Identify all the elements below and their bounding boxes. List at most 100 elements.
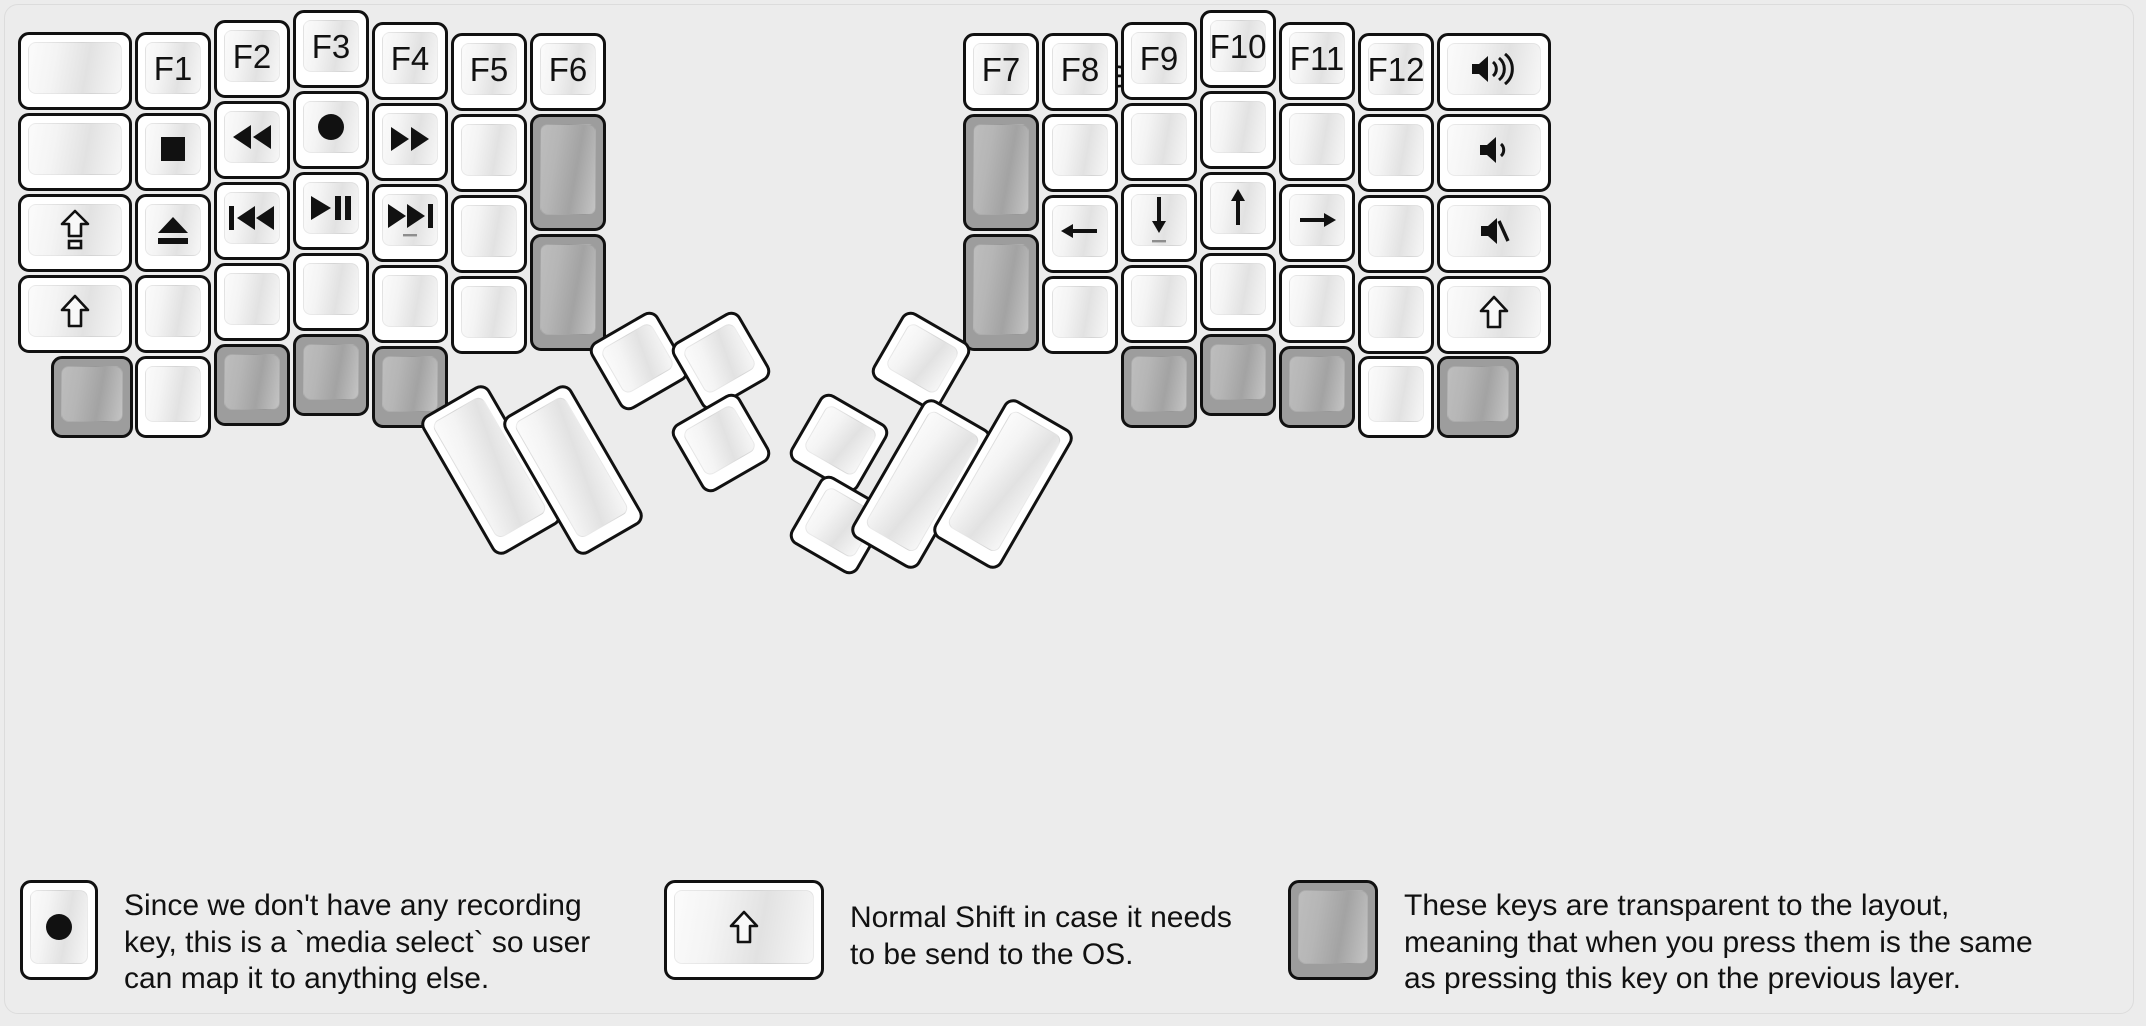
key-f7[interactable]: F7 [963,33,1039,111]
record-icon [314,110,348,144]
keycap-surface [1131,194,1187,246]
key-trans-f6-col-b[interactable] [530,234,606,351]
key-blank-r2c12[interactable] [1358,114,1434,192]
key-shift-right[interactable] [1437,276,1551,354]
key-media-prevtrack[interactable] [214,182,290,260]
key-volume-mute[interactable] [1437,195,1551,273]
key-blank-r4c2[interactable] [135,275,211,353]
key-blank-r4c10[interactable] [1200,253,1276,331]
legend: Since we don't have any recording key, t… [0,880,2146,1020]
key-trans-bottom-c11[interactable] [1279,346,1355,428]
keycap-surface [28,42,122,94]
keycap-surface [1131,356,1187,412]
keycap-surface [461,124,517,176]
key-trans-f7-col-a[interactable] [963,114,1039,231]
legend-shift: Normal Shift in case it needs to be send… [664,880,1232,980]
key-media-fastfwd[interactable] [372,103,448,181]
keycap-surface [1289,356,1345,412]
key-arrow-down[interactable] [1121,184,1197,262]
key-f11[interactable]: F11 [1279,22,1355,100]
key-blank-r2c8[interactable] [1042,114,1118,192]
keycap-surface [802,403,879,478]
keycap-surface [382,356,438,412]
key-label: F7 [981,50,1021,88]
key-blank-r5c2[interactable] [135,356,211,438]
key-trans-bottom-c13[interactable] [1437,356,1519,438]
key-trans-bottom-c5[interactable] [372,346,448,428]
keycap-surface [1210,101,1266,153]
playpause-icon [308,195,354,221]
key-blank-r4c9[interactable] [1121,265,1197,343]
key-blank-r4c12[interactable] [1358,276,1434,354]
legend-record-sample-key [20,880,98,980]
key-blank-r4c6[interactable] [451,276,527,354]
key-f2[interactable]: F2 [214,20,290,98]
key-media-playpause[interactable] [293,172,369,250]
key-f5[interactable]: F5 [451,33,527,111]
key-blank-r1c1[interactable] [18,32,132,110]
key-blank-r3c12[interactable] [1358,195,1434,273]
keycap-surface [28,123,122,175]
key-trans-f7-col-b[interactable] [963,234,1039,351]
key-f4[interactable]: F4 [372,22,448,100]
key-blank-r2c1[interactable] [18,113,132,191]
prevtrack-icon [227,205,277,231]
key-media-nexttrack[interactable] [372,184,448,262]
key-trans-bottom-c3[interactable] [214,344,290,426]
key-f8[interactable]: F8 [1042,33,1118,111]
key-blank-r5c12[interactable] [1358,356,1434,438]
key-volume-up[interactable] [1437,33,1551,111]
keycap-surface: F5 [461,43,517,95]
key-media-eject[interactable] [135,194,211,272]
keycap-surface [681,403,758,478]
key-media-rewind[interactable] [214,101,290,179]
key-trans-bottom-c1[interactable] [51,356,133,438]
key-blank-r2c5[interactable] [451,114,527,192]
key-trans-bottom-c9[interactable] [1121,346,1197,428]
keycap-surface [224,192,280,244]
key-media-stop[interactable] [135,113,211,191]
key-blank-r2c10[interactable] [1200,91,1276,169]
keycap-surface: F8 [1052,43,1108,95]
key-caps-lock[interactable] [18,194,132,272]
key-arrow-left[interactable] [1042,195,1118,273]
key-media-record[interactable] [293,91,369,169]
keycap-surface: F12 [1368,43,1424,95]
key-arrow-right[interactable] [1279,184,1355,262]
key-volume-down[interactable] [1437,114,1551,192]
keycap-surface [1447,286,1541,338]
key-blank-r4c8[interactable] [1042,276,1118,354]
key-blank-r4c11[interactable] [1279,265,1355,343]
arrow-right-icon [1296,207,1338,233]
key-trans-bottom-c4[interactable] [293,334,369,416]
key-trans-f6-col-a[interactable] [530,114,606,231]
keycap-surface [145,123,201,175]
key-trans-bottom-c10[interactable] [1200,334,1276,416]
keycap-surface [303,263,359,315]
keycap-surface [61,366,123,422]
key-blank-r4c5[interactable] [372,265,448,343]
keycap-surface [1210,344,1266,400]
keycap-surface: F10 [1210,20,1266,72]
key-f10[interactable]: F10 [1200,10,1276,88]
keycap-surface [1368,366,1424,422]
legend-shift-sample-key [664,880,824,980]
key-f3[interactable]: F3 [293,10,369,88]
key-f6[interactable]: F6 [530,33,606,111]
key-blank-r2c11[interactable] [1279,103,1355,181]
key-f9[interactable]: F9 [1121,22,1197,100]
volume-mute-icon [1477,215,1511,247]
key-arrow-up[interactable] [1200,172,1276,250]
volume-up-icon [1468,53,1520,85]
keycap-surface [1447,366,1509,422]
key-blank-r3c5[interactable] [451,195,527,273]
keycap-surface [973,124,1029,215]
key-blank-r4c3[interactable] [214,263,290,341]
key-f12[interactable]: F12 [1358,33,1434,111]
key-f1[interactable]: F1 [135,32,211,110]
keycap-surface [1447,124,1541,176]
key-blank-r2c9[interactable] [1121,103,1197,181]
key-blank-r4c4[interactable] [293,253,369,331]
key-shift-left[interactable] [18,275,132,353]
legend-transparent-sample-key [1288,880,1378,980]
